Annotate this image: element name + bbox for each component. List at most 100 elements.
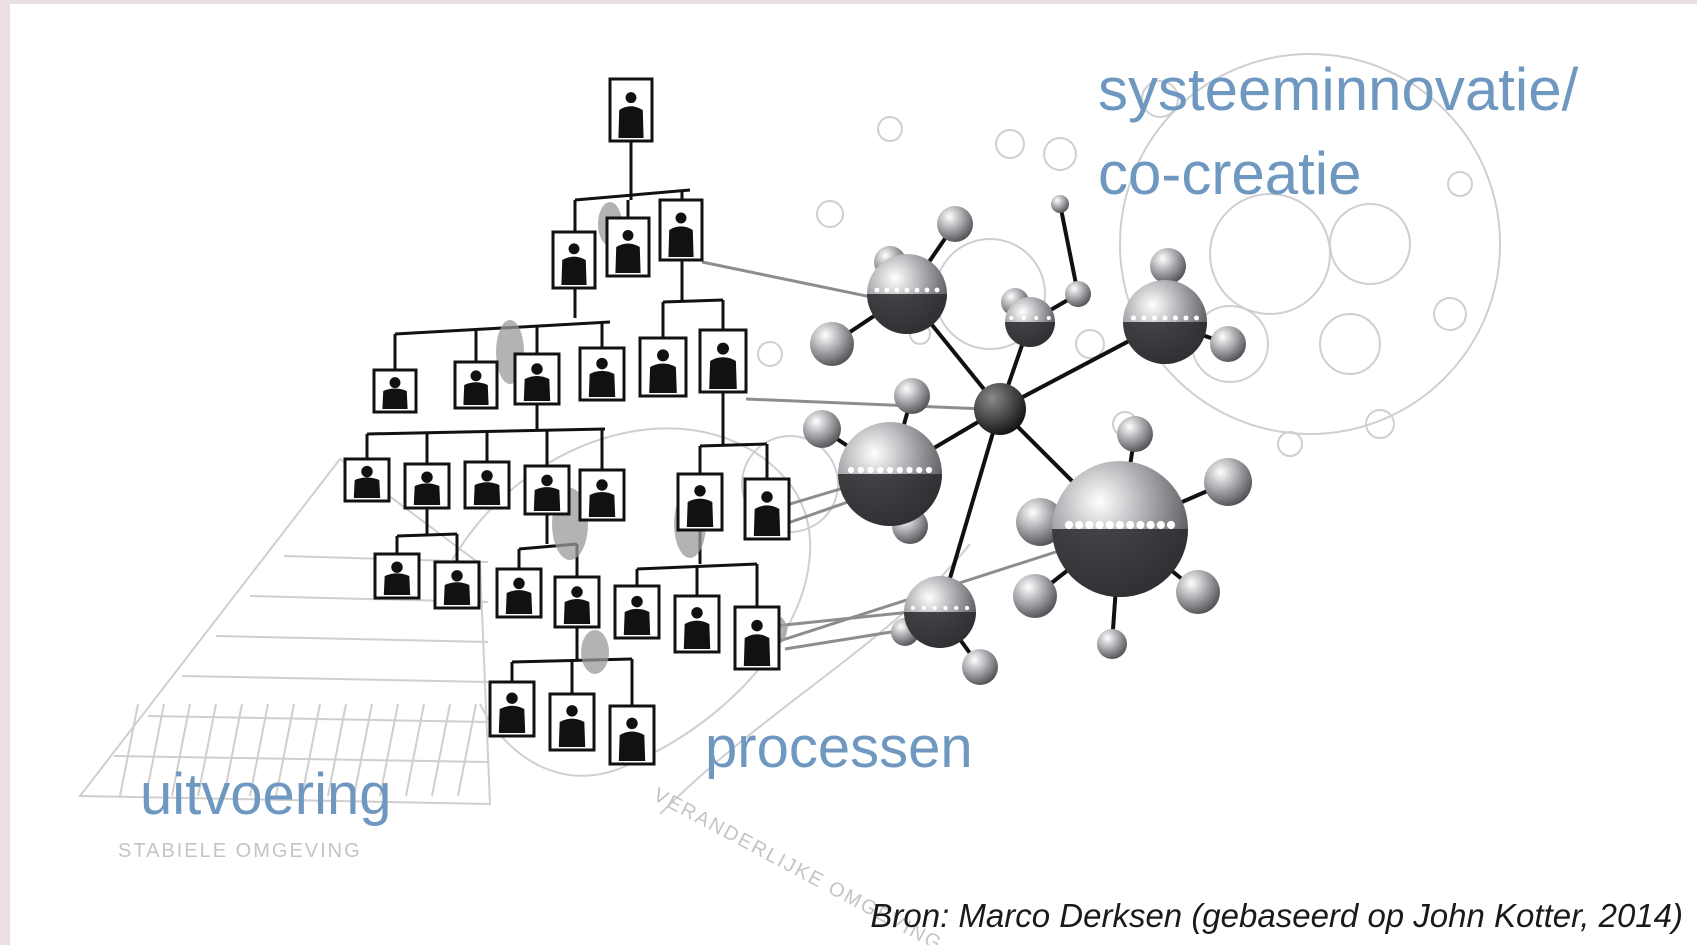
hierarchy-org-chart	[343, 77, 791, 766]
network-sphere-top-right	[1123, 280, 1207, 364]
label-processes: processen	[705, 715, 973, 780]
sphere-person-dot	[1166, 520, 1176, 530]
sketch-pyramid-column	[171, 703, 191, 797]
network-satellite-sphere	[894, 378, 930, 414]
sphere-person-dot	[1034, 316, 1039, 320]
sphere-dark-half	[1005, 322, 1055, 347]
label-execution: uitvoering	[140, 762, 392, 827]
network-sphere-top-left	[867, 254, 947, 334]
person-head	[625, 92, 637, 104]
org-connector	[511, 657, 633, 664]
network-sphere-bottom	[904, 576, 976, 648]
network-satellite-sphere	[1117, 416, 1153, 452]
label-co-creation: co-creatie	[1098, 140, 1362, 207]
sketch-small-bubble	[877, 116, 903, 142]
sketch-pyramid-row	[113, 755, 489, 763]
person-box-25	[488, 680, 536, 738]
person-head	[691, 607, 703, 619]
sketch-pyramid-column	[379, 703, 399, 797]
person-body	[588, 492, 616, 517]
sketch-small-bubble	[1075, 329, 1105, 359]
network-satellite-sphere	[1051, 195, 1069, 213]
person-box-27	[608, 704, 656, 766]
motion-shadow	[581, 630, 609, 674]
sketch-pyramid-column	[275, 703, 295, 797]
sketch-pyramid-column	[327, 703, 347, 797]
org-connector	[366, 427, 606, 436]
network-satellite-sphere	[1013, 574, 1057, 618]
network-satellite-sphere	[1210, 326, 1246, 362]
sphere-person-dot	[877, 466, 884, 474]
sketch-swirl	[449, 427, 812, 777]
person-body	[709, 357, 737, 389]
network-hub	[974, 383, 1026, 435]
person-box-17	[743, 477, 791, 541]
network-satellite-sphere	[803, 410, 841, 448]
dual-operating-system-diagram	[77, 53, 1501, 815]
sphere-person-dot	[884, 287, 890, 293]
hierarchy-network-link	[745, 397, 986, 411]
sphere-person-dot	[1146, 520, 1155, 530]
sketch-pyramid-row	[181, 675, 489, 683]
sketch-small-bubble	[1447, 171, 1473, 197]
sketch-bubble	[1209, 193, 1331, 315]
sphere-dark-half	[1052, 529, 1188, 597]
person-body	[649, 363, 677, 393]
person-box-18	[373, 552, 421, 600]
person-body	[443, 582, 471, 605]
person-head	[761, 491, 773, 503]
sketch-pyramid-column	[301, 703, 321, 797]
sphere-person-dot	[1130, 315, 1137, 321]
person-body	[743, 634, 771, 666]
person-head	[631, 595, 643, 608]
sphere-person-dot	[1115, 520, 1125, 530]
person-head	[566, 705, 578, 717]
person-box-13	[463, 460, 511, 510]
sketch-bubble	[1329, 203, 1411, 285]
sketch-pyramid-column	[197, 703, 217, 797]
sphere-person-dot	[1183, 315, 1189, 321]
network-satellite-sphere	[1176, 570, 1220, 614]
sphere-person-dot	[847, 466, 855, 474]
person-head	[391, 561, 403, 573]
network-satellite-sphere	[1065, 281, 1091, 307]
sphere-dark-half	[904, 612, 976, 648]
sphere-person-dot	[1172, 315, 1179, 321]
person-head	[717, 342, 729, 355]
sphere-person-dot	[914, 287, 920, 293]
person-head	[568, 243, 580, 255]
person-head	[389, 377, 401, 389]
person-box	[658, 198, 704, 262]
sphere-person-dot	[1009, 316, 1014, 320]
person-box-21	[553, 575, 601, 629]
person-head	[657, 349, 669, 362]
sketch-big-bubble	[1119, 53, 1501, 435]
network-satellite-sphere	[1150, 248, 1186, 284]
person-body	[588, 370, 616, 397]
person-head	[541, 474, 553, 487]
person-body	[523, 376, 551, 401]
sketch-pyramid-column	[223, 703, 243, 797]
person-head	[626, 717, 638, 730]
sphere-person-dot	[932, 605, 937, 611]
person-head	[470, 370, 482, 382]
person-head	[751, 619, 763, 632]
sketch-small-bubble	[1043, 137, 1077, 171]
person-body	[382, 388, 408, 409]
sphere-person-dot	[934, 287, 940, 293]
network-satellite-sphere	[1204, 458, 1252, 506]
person-head	[622, 229, 634, 241]
sphere-person-dot	[1193, 315, 1200, 321]
sphere-person-dot	[1064, 520, 1074, 530]
person-box-4	[658, 198, 704, 262]
person-head	[596, 357, 608, 370]
person-head	[421, 471, 433, 483]
sketch-pyramid-column	[353, 703, 373, 797]
person-body	[686, 498, 714, 527]
slide-frame: systeeminnovatie/ co-creatie processen u…	[10, 4, 1697, 945]
sphere-person-dot	[921, 605, 926, 611]
sketch-small-bubble	[1277, 431, 1303, 457]
network-satellite-sphere	[1097, 629, 1127, 659]
sketch-pyramid-column	[145, 703, 165, 797]
sphere-dark-half	[838, 474, 942, 526]
